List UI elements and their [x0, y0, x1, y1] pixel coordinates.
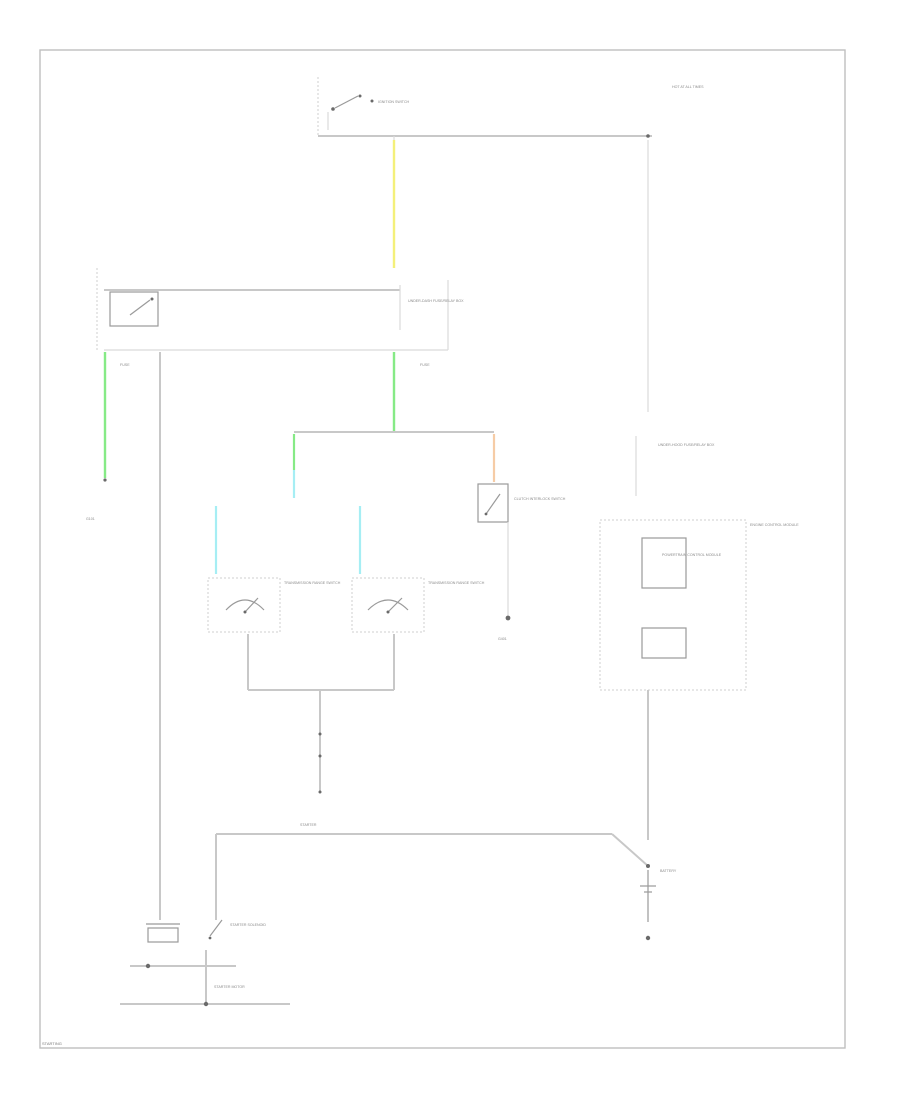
wire-starter-right	[611, 833, 649, 867]
range-switch-2: TRANSMISSION RANGE SWITCH	[351, 577, 485, 633]
pcm-label: POWERTRAIN CONTROL MODULE	[662, 553, 722, 557]
ignition-switch-label: IGNITION SWITCH	[378, 100, 410, 104]
starter-solenoid: STARTER SOLENOID	[146, 919, 266, 943]
range-switch-1: TRANSMISSION RANGE SWITCH	[207, 577, 341, 633]
diagram-frame	[39, 49, 846, 1049]
clutch-interlock-switch: CLUTCH INTERLOCK SWITCH G401	[477, 483, 566, 641]
fuse-left-label: FUSE	[120, 363, 130, 367]
starter-solenoid-label: STARTER SOLENOID	[230, 923, 266, 927]
footer-label: STARTING	[42, 1041, 62, 1046]
range-switch-1-label: TRANSMISSION RANGE SWITCH	[284, 581, 341, 585]
range-switch-2-label: TRANSMISSION RANGE SWITCH	[428, 581, 485, 585]
hot-at-all-times-label: HOT AT ALL TIMES	[672, 85, 704, 89]
ignition-switch: IGNITION SWITCH	[317, 77, 652, 137]
dash-fuse-box: UNDER-DASH FUSE/RELAY BOX FUSE FUSE	[96, 268, 464, 367]
clutch-switch-label: CLUTCH INTERLOCK SWITCH	[514, 497, 566, 501]
ecm-label: ENGINE CONTROL MODULE	[750, 523, 799, 527]
battery: BATTERY	[640, 869, 677, 941]
ground-g101-label: G101	[86, 517, 95, 521]
battery-label: BATTERY	[660, 869, 677, 873]
under-hood-fuse-label: UNDER-HOOD FUSE/RELAY BOX	[658, 443, 715, 447]
ecm-box: UNDER-HOOD FUSE/RELAY BOX ENGINE CONTROL…	[599, 436, 799, 691]
ground-g401-label: G401	[498, 637, 507, 641]
fuse-right-label: FUSE	[420, 363, 430, 367]
starter-motor-label: STARTER MOTOR	[214, 985, 245, 989]
starter-label: STARTER	[300, 823, 317, 827]
dash-fuse-box-label: UNDER-DASH FUSE/RELAY BOX	[408, 299, 464, 303]
